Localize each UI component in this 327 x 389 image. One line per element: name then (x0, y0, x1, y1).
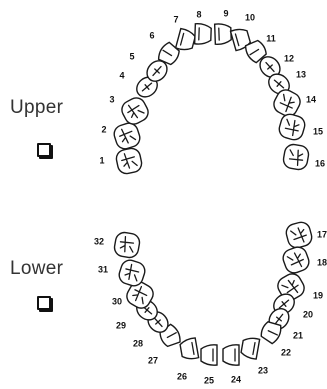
tooth-26-number: 26 (177, 371, 187, 381)
tooth-17[interactable] (284, 220, 313, 249)
tooth-8[interactable] (195, 24, 212, 45)
tooth-28-number: 28 (133, 338, 143, 348)
tooth-17-crown (284, 220, 313, 249)
tooth-4-number: 4 (119, 70, 124, 80)
tooth-7[interactable] (176, 28, 197, 52)
tooth-9[interactable] (215, 24, 232, 45)
tooth-9-number: 9 (223, 8, 228, 18)
tooth-25-number: 25 (204, 375, 214, 385)
tooth-25-crown (201, 345, 217, 365)
tooth-5-number: 5 (129, 51, 134, 61)
tooth-18-crown (281, 245, 312, 276)
tooth-13-number: 13 (296, 69, 306, 79)
tooth-15-number: 15 (313, 126, 323, 136)
tooth-7-number: 7 (173, 14, 178, 24)
tooth-25[interactable] (201, 345, 217, 365)
tooth-1[interactable] (115, 147, 143, 175)
tooth-32-crown (113, 231, 141, 259)
tooth-1-number: 1 (99, 155, 104, 165)
tooth-32-number: 32 (94, 236, 104, 246)
tooth-30-number: 30 (112, 296, 122, 306)
tooth-23[interactable] (240, 336, 259, 359)
tooth-27-number: 27 (148, 355, 158, 365)
tooth-1-crown (115, 147, 143, 175)
tooth-8-number: 8 (196, 9, 201, 19)
tooth-24-number: 24 (231, 374, 241, 384)
tooth-15[interactable] (277, 112, 307, 142)
tooth-10-number: 10 (245, 12, 255, 22)
tooth-26-crown (179, 338, 198, 361)
tooth-24-crown (223, 345, 239, 365)
tooth-18[interactable] (281, 245, 312, 276)
tooth-12-number: 12 (284, 53, 294, 63)
tooth-3-crown (119, 95, 151, 127)
tooth-7-crown (176, 28, 197, 52)
tooth-23-number: 23 (258, 365, 268, 375)
tooth-29-number: 29 (116, 320, 126, 330)
tooth-32[interactable] (113, 231, 141, 259)
tooth-2-number: 2 (101, 124, 106, 134)
tooth-19-number: 19 (313, 290, 323, 300)
tooth-3[interactable] (119, 95, 151, 127)
tooth-24[interactable] (223, 345, 239, 365)
tooth-11-number: 11 (266, 33, 276, 43)
tooth-17-number: 17 (317, 229, 327, 239)
tooth-16-number: 16 (315, 158, 325, 168)
tooth-3-number: 3 (109, 94, 114, 104)
tooth-20-number: 20 (303, 309, 313, 319)
tooth-22-number: 22 (281, 347, 291, 357)
tooth-2[interactable] (112, 121, 142, 151)
tooth-6-number: 6 (149, 30, 154, 40)
tooth-16[interactable] (282, 143, 310, 171)
tooth-9-crown (215, 24, 232, 45)
tooth-2-crown (112, 121, 142, 151)
tooth-15-crown (277, 112, 307, 142)
tooth-18-number: 18 (317, 257, 327, 267)
tooth-26[interactable] (179, 338, 198, 361)
tooth-16-crown (282, 143, 310, 171)
tooth-23-crown (240, 336, 259, 359)
tooth-31-number: 31 (98, 264, 108, 274)
tooth-8-crown (195, 24, 212, 45)
tooth-21-number: 21 (293, 330, 303, 340)
tooth-14-number: 14 (306, 94, 316, 104)
